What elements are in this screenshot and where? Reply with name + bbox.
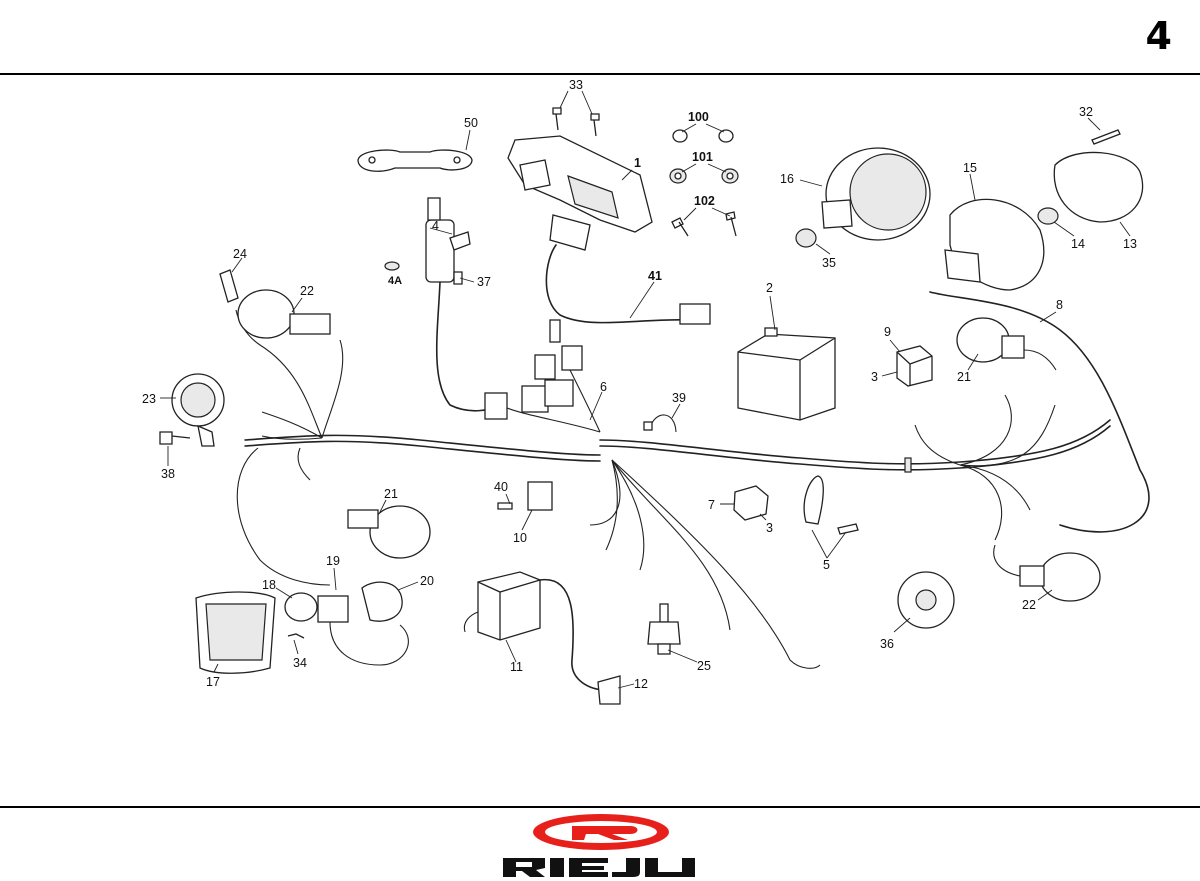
relay <box>896 345 933 387</box>
horn <box>171 373 225 447</box>
callout-21-left: 21 <box>384 487 398 501</box>
callout-102: 102 <box>694 194 715 208</box>
callout-20: 20 <box>420 574 434 588</box>
callout-24: 24 <box>233 247 247 261</box>
callout-6: 6 <box>600 380 607 394</box>
tail-light <box>1037 129 1144 225</box>
bracket <box>357 149 473 172</box>
callouts: 33 100 101 102 1 50 4 4A 37 41 2 9 3 16 … <box>142 78 1137 691</box>
footer-rule <box>0 806 1200 808</box>
callout-3-relay: 3 <box>871 370 878 384</box>
headlight-assembly <box>795 147 931 248</box>
callout-37: 37 <box>477 275 491 289</box>
callout-13: 13 <box>1123 237 1137 251</box>
callout-21-right: 21 <box>957 370 971 384</box>
callout-11: 11 <box>510 660 523 674</box>
battery <box>737 327 836 421</box>
regulator <box>497 481 553 511</box>
headlight-shell <box>944 198 1045 291</box>
callout-10: 10 <box>513 531 527 545</box>
screw-34 <box>287 633 305 639</box>
harness-connectors <box>534 319 583 407</box>
rieju-logo <box>503 814 695 877</box>
screw-37 <box>453 271 463 285</box>
rect-headlight <box>195 591 276 674</box>
callout-5: 5 <box>823 558 830 572</box>
callout-40: 40 <box>494 480 508 494</box>
callout-12: 12 <box>634 677 648 691</box>
callout-32: 32 <box>1079 105 1093 119</box>
ignition-coil <box>463 571 621 705</box>
callout-17: 17 <box>206 675 220 689</box>
callout-18: 18 <box>262 578 276 592</box>
callout-25: 25 <box>697 659 711 673</box>
main-harness <box>244 419 1111 473</box>
callout-3-flasher: 3 <box>766 521 773 535</box>
callout-50: 50 <box>464 116 478 130</box>
callout-22-right: 22 <box>1022 598 1036 612</box>
callout-7: 7 <box>708 498 715 512</box>
bulb-socket-group <box>284 581 409 666</box>
callout-22-left: 22 <box>300 284 314 298</box>
bolt-38 <box>159 431 191 445</box>
logo-emblem <box>533 814 669 850</box>
page-number: 4 <box>1145 14 1172 58</box>
indicator-left-front <box>237 289 331 339</box>
callout-1: 1 <box>634 156 641 170</box>
leader-lines <box>160 90 1131 689</box>
ignition-switch <box>425 197 549 420</box>
header-rule <box>0 73 1200 75</box>
washer-4a <box>384 261 400 271</box>
callout-38: 38 <box>161 467 175 481</box>
indicator-right-rear <box>993 544 1101 602</box>
sensor-lead <box>643 414 677 433</box>
callout-100: 100 <box>688 110 709 124</box>
callout-41: 41 <box>648 269 662 283</box>
callout-36: 36 <box>880 637 894 651</box>
stator <box>897 571 955 629</box>
callout-33: 33 <box>569 78 583 92</box>
callout-8: 8 <box>1056 298 1063 312</box>
flasher <box>733 485 769 521</box>
instrument-cluster <box>507 135 711 325</box>
callout-19: 19 <box>326 554 340 568</box>
callout-2: 2 <box>766 281 773 295</box>
logo-wordmark <box>503 858 695 877</box>
callout-39: 39 <box>672 391 686 405</box>
indicator-left-rear <box>347 505 431 559</box>
callout-9: 9 <box>884 325 891 339</box>
bulb-24 <box>219 269 239 303</box>
callout-15: 15 <box>963 161 977 175</box>
callout-14: 14 <box>1071 237 1085 251</box>
oil-pressure-switch <box>647 603 681 655</box>
callout-23: 23 <box>142 392 156 406</box>
callout-4a: 4A <box>388 275 402 287</box>
callout-35: 35 <box>822 256 836 270</box>
callout-16: 16 <box>780 172 794 186</box>
indicator-right-front <box>956 317 1057 371</box>
screws-33 <box>552 107 600 137</box>
cable-clip <box>803 475 859 535</box>
callout-4: 4 <box>432 219 439 233</box>
callout-34: 34 <box>293 656 307 670</box>
callout-101: 101 <box>692 150 713 164</box>
washers-and-bolts <box>669 129 739 237</box>
